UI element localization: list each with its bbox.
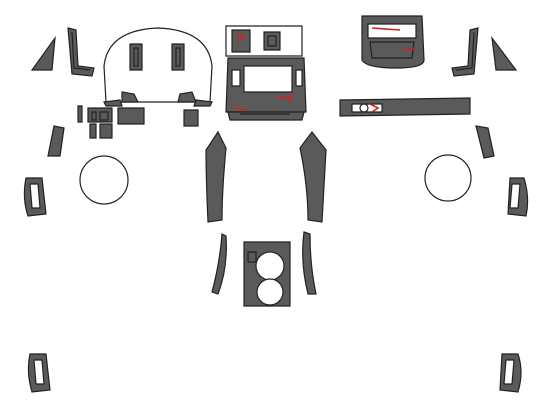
right-rear-handle-trim (499, 353, 522, 393)
switch-panel (77, 105, 199, 139)
instrument-cluster-bezel (103, 27, 213, 107)
right-a-pillar-trim (491, 35, 518, 71)
left-side-trim (47, 125, 65, 157)
center-console-panel (225, 25, 307, 121)
left-console-curve (205, 130, 227, 223)
right-console-curve (299, 131, 327, 223)
left-a-pillar-trim (30, 35, 56, 71)
right-door-trim (451, 27, 479, 77)
left-vent-ring (79, 155, 129, 205)
left-rear-handle-trim (27, 353, 51, 393)
passenger-dash-strip (339, 97, 471, 117)
right-door-handle-trim (507, 177, 529, 217)
left-door-handle-trim (23, 177, 47, 217)
left-lower-trim (211, 233, 227, 295)
glovebox-panel (361, 15, 425, 69)
right-vent-ring (424, 154, 472, 202)
right-side-trim (475, 125, 495, 159)
left-door-trim (67, 27, 95, 77)
right-lower-trim (302, 231, 317, 295)
shifter-panel (243, 241, 291, 307)
